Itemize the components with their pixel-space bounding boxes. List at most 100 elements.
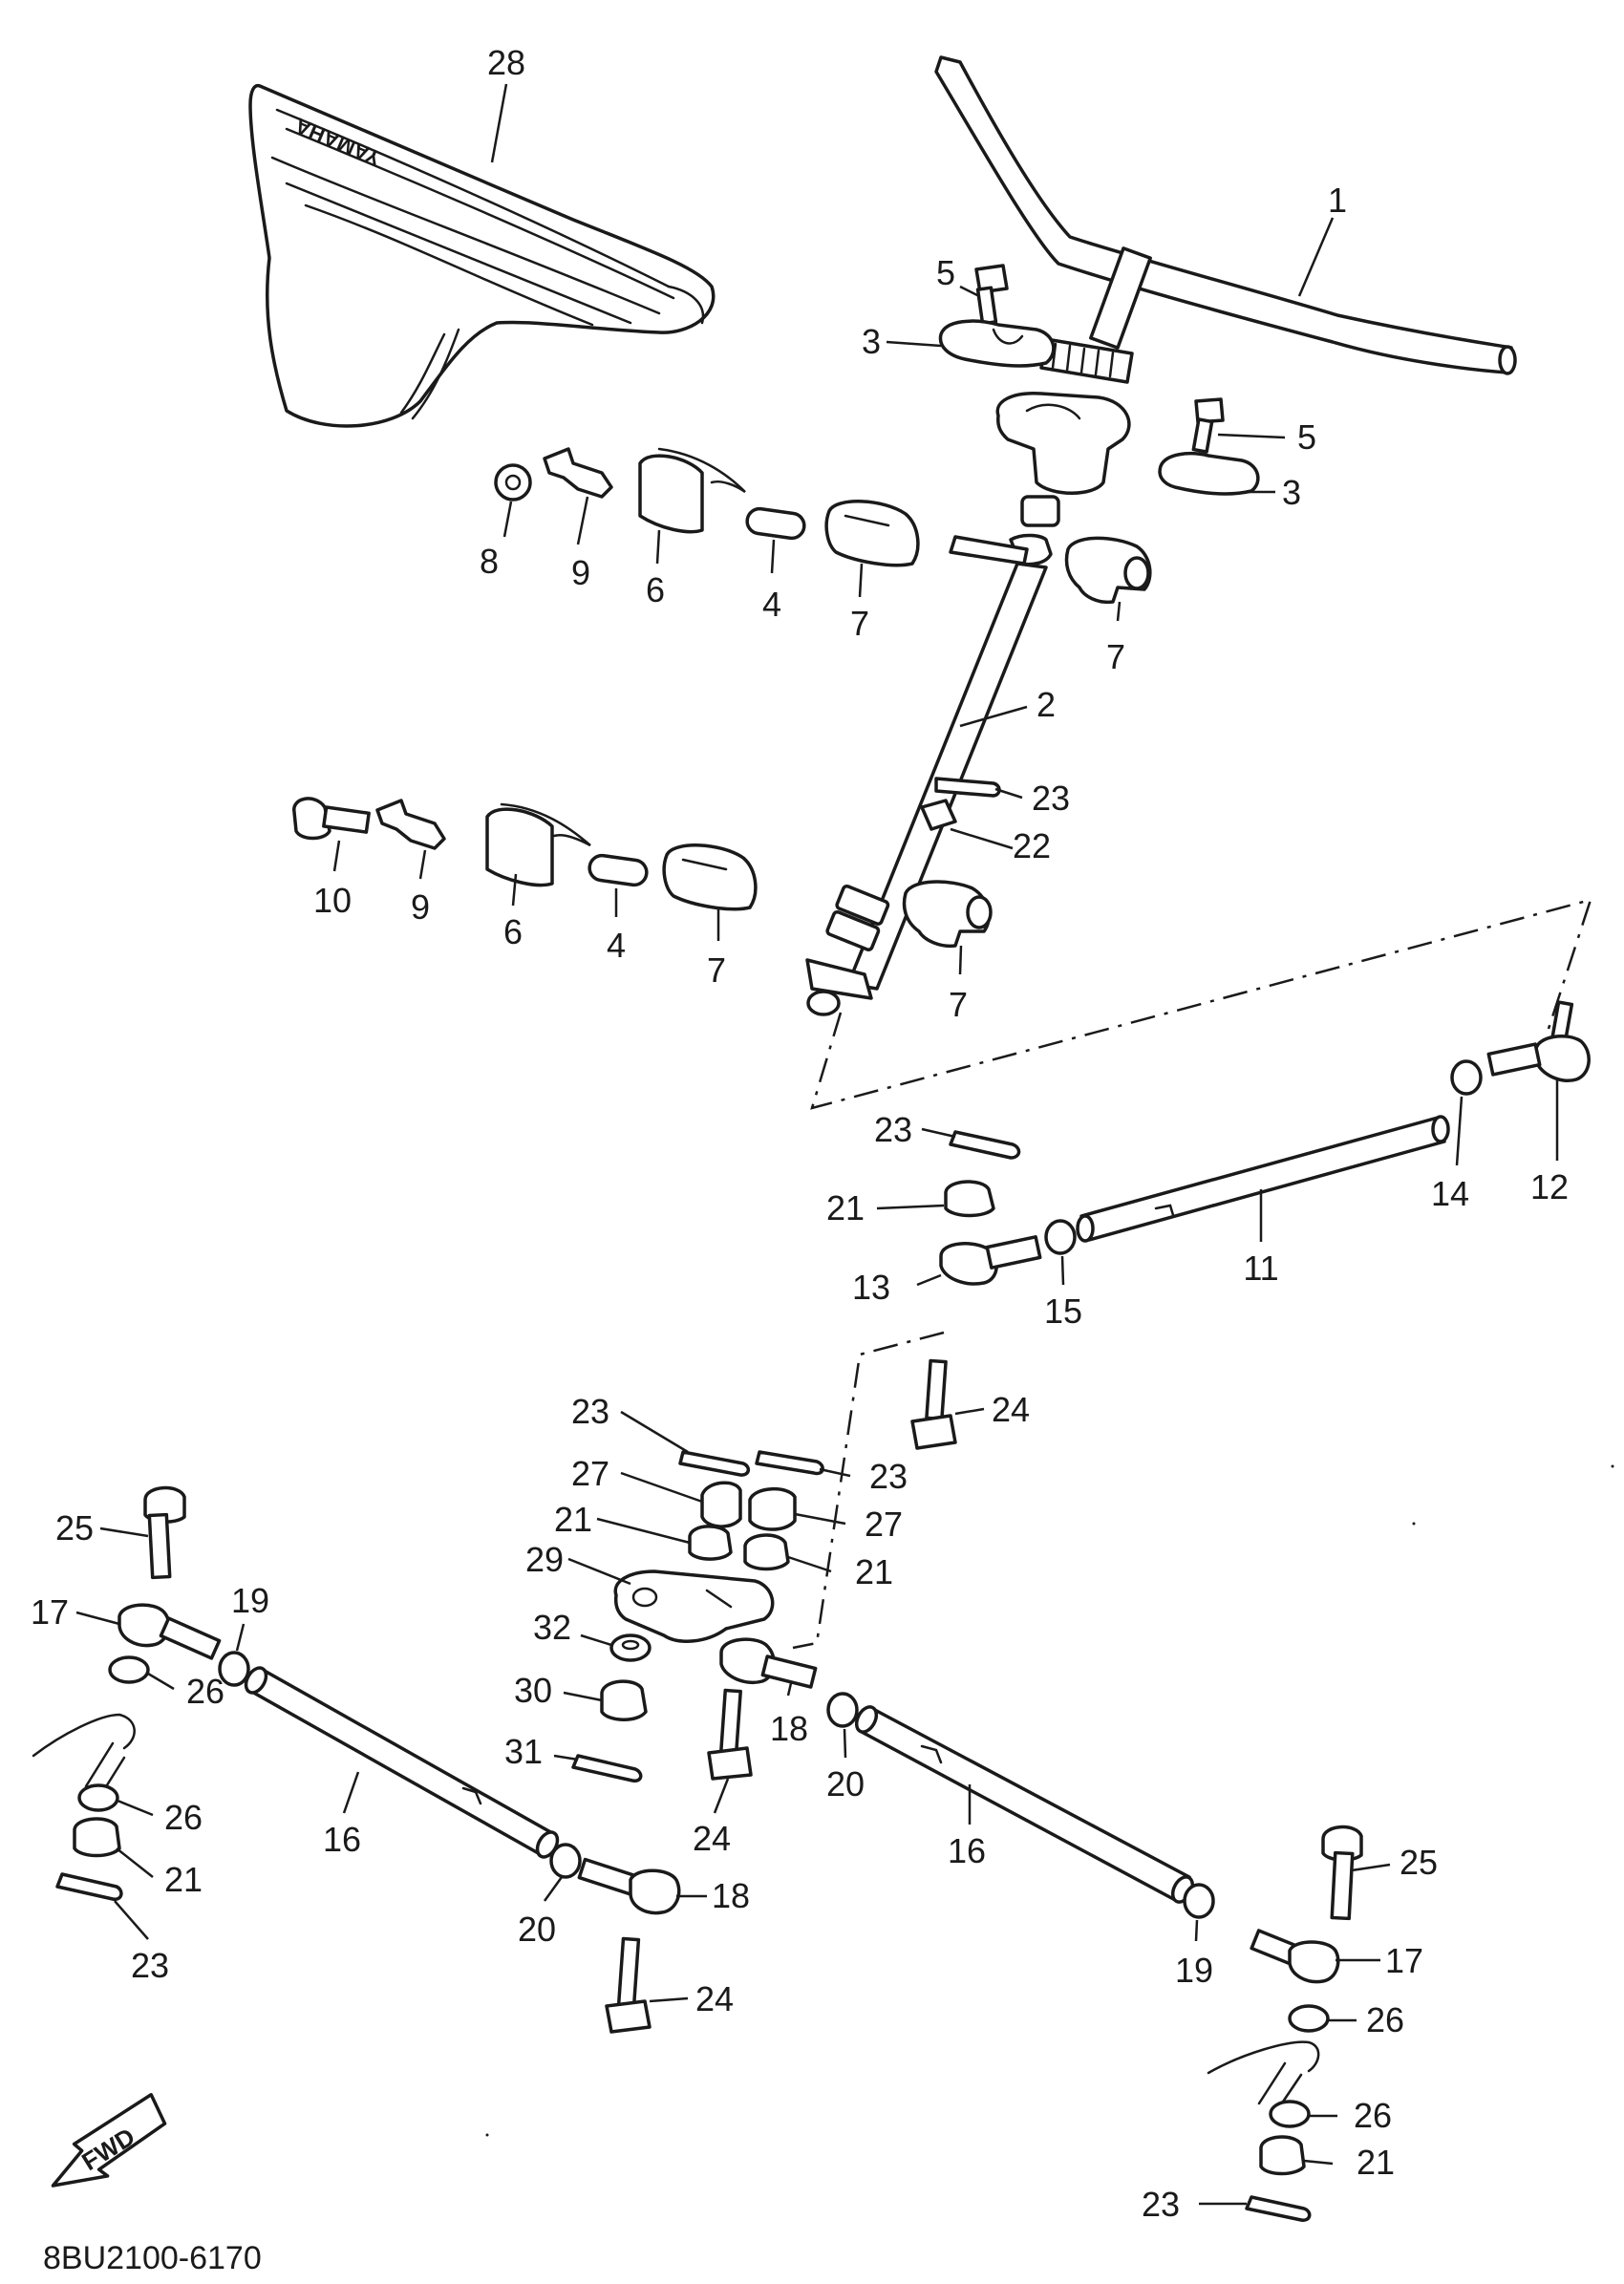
part-cotter-23-column	[934, 777, 1001, 798]
leader-21a	[876, 1204, 945, 1210]
part-knuckle-right	[1207, 2040, 1320, 2115]
callout-23f: 23	[1142, 2185, 1180, 2224]
leader-7d	[958, 945, 963, 975]
part-nut-22	[920, 799, 957, 831]
callout-10: 10	[313, 881, 352, 920]
callout-21a: 21	[826, 1188, 865, 1227]
callout-17a: 17	[31, 1592, 69, 1632]
leader-23b	[921, 1127, 956, 1139]
leader-21e	[1303, 2159, 1334, 2166]
callout-23c: 23	[571, 1392, 609, 1431]
callout-3a: 3	[862, 322, 881, 361]
callout-21d: 21	[164, 1860, 203, 1899]
callout-23a: 23	[1032, 779, 1070, 818]
part-nut-21-center-left	[688, 1525, 733, 1561]
callout-21c: 21	[855, 1552, 893, 1591]
leader-5a	[959, 285, 980, 298]
part-cotter-23-upper	[949, 1130, 1021, 1160]
part-nut-19-left	[218, 1651, 250, 1687]
callout-5b: 5	[1297, 417, 1316, 457]
part-washer-26-left-upper	[108, 1655, 150, 1684]
part-nut-15	[1044, 1219, 1077, 1255]
leader-2	[959, 705, 1028, 728]
part-clamp-3-left	[938, 319, 1056, 368]
part-nut-30	[600, 1679, 648, 1721]
part-tie-rod-end-12	[1486, 1000, 1591, 1082]
part-bolt-24-center	[707, 1688, 753, 1781]
part-bolt-5-right	[1191, 397, 1225, 454]
leader-1	[1297, 217, 1335, 297]
part-holder-6-lower	[485, 802, 591, 887]
callout-7d: 7	[949, 985, 968, 1024]
callout-19b: 19	[1175, 1951, 1213, 1990]
callout-16b: 16	[948, 1831, 986, 1870]
callout-5a: 5	[936, 253, 955, 292]
leader-16a	[342, 1771, 360, 1814]
callout-4b: 4	[607, 926, 626, 965]
leader-23a	[994, 787, 1023, 800]
callout-26d: 26	[1354, 2096, 1392, 2135]
callout-25b: 25	[1400, 1843, 1438, 1882]
callout-28: 28	[487, 43, 525, 82]
part-nut-21-left	[73, 1817, 121, 1858]
part-bracket-7-lower-right	[902, 880, 993, 949]
leader-15	[1060, 1255, 1065, 1286]
part-bolt-25-right	[1321, 1825, 1363, 1921]
part-tie-rod-end-18-center	[719, 1637, 818, 1689]
callout-18a: 18	[770, 1709, 808, 1748]
callout-7c: 7	[707, 950, 726, 990]
callout-18b: 18	[712, 1876, 750, 1915]
callout-16a: 16	[323, 1820, 361, 1859]
part-nut-20-center	[826, 1692, 859, 1728]
part-tie-rod-end-13	[939, 1235, 1042, 1286]
part-washer-26-right-lower	[1269, 2100, 1311, 2128]
part-nut-20-left	[549, 1843, 582, 1879]
leader-7a	[858, 563, 864, 598]
callout-32: 32	[533, 1608, 571, 1647]
callout-23e: 23	[131, 1946, 169, 1985]
callout-24a: 24	[992, 1390, 1030, 1429]
leader-14	[1455, 1096, 1464, 1166]
callout-26c: 26	[1366, 2000, 1404, 2039]
callout-20a: 20	[826, 1764, 865, 1804]
leader-20a	[843, 1728, 847, 1759]
leader-25b	[1351, 1863, 1391, 1872]
callout-25a: 25	[55, 1508, 94, 1548]
leader-23c	[620, 1410, 689, 1454]
leader-30	[563, 1691, 603, 1702]
part-tie-rod-16-left	[244, 1666, 560, 1859]
callout-22: 22	[1013, 826, 1051, 865]
callout-6b: 6	[503, 912, 523, 951]
part-nut-21-center-right	[743, 1533, 790, 1571]
part-cap-27-left	[700, 1481, 742, 1528]
callout-15: 15	[1044, 1291, 1082, 1331]
callout-7b: 7	[1106, 637, 1125, 676]
callout-21b: 21	[554, 1500, 592, 1539]
part-bolt-25-left	[143, 1485, 186, 1580]
callout-2: 2	[1036, 685, 1056, 724]
callout-27b: 27	[865, 1505, 903, 1544]
leader-24c	[649, 1996, 689, 2003]
callout-13: 13	[852, 1268, 890, 1307]
guide-line-column-to-arm	[810, 898, 1592, 1110]
part-cotter-23-right	[1245, 2195, 1312, 2222]
callout-30: 30	[514, 1671, 552, 1710]
callout-9a: 9	[571, 553, 590, 592]
leader-9a	[576, 496, 589, 545]
callout-6a: 6	[646, 570, 665, 609]
part-washer-9-lower	[375, 799, 446, 850]
callout-21e: 21	[1357, 2143, 1395, 2182]
leader-27b	[794, 1512, 846, 1526]
part-tie-rod-16-right	[854, 1705, 1195, 1904]
leader-9b	[418, 849, 427, 880]
part-bolt-24-lower	[605, 1936, 652, 2034]
callout-3b: 3	[1282, 473, 1301, 512]
leader-18a	[786, 1682, 793, 1697]
leader-6a	[655, 529, 661, 565]
leader-5b	[1217, 433, 1286, 439]
callout-14: 14	[1431, 1174, 1469, 1213]
part-pitman-arm-29	[613, 1569, 775, 1643]
leader-27a	[620, 1471, 703, 1504]
part-washer-9-upper	[543, 447, 613, 499]
callout-31: 31	[504, 1732, 543, 1771]
